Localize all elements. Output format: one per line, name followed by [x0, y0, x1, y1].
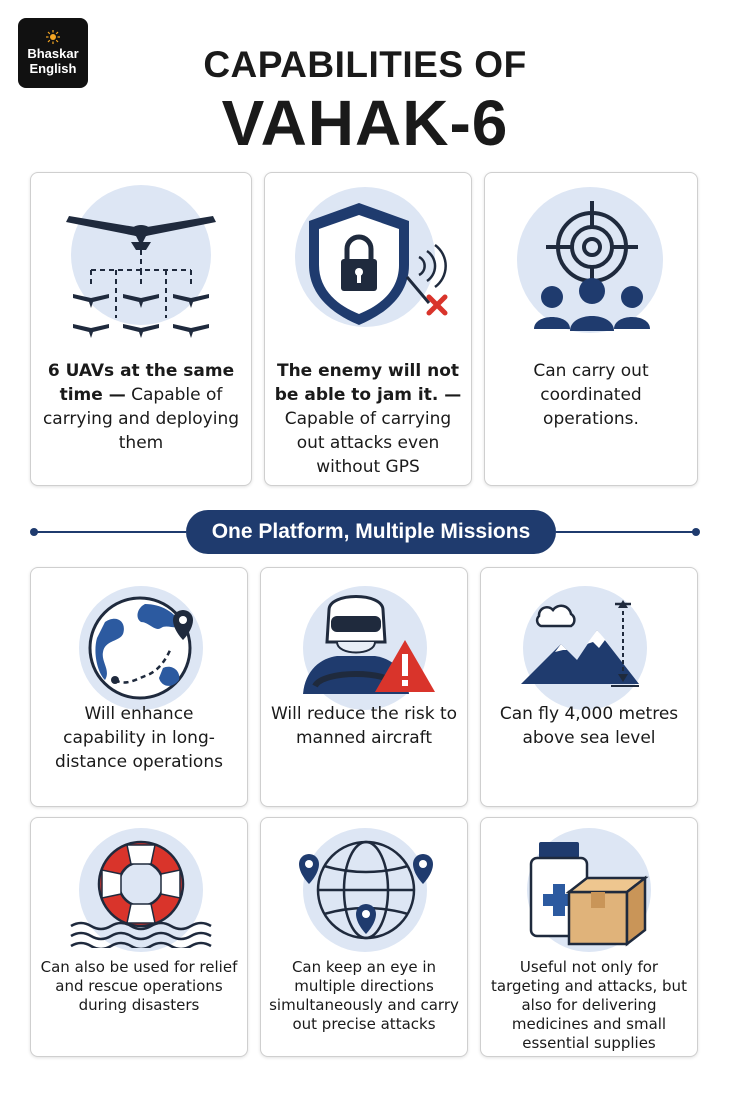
card-drones: 6 UAVs at the same time — Capable of car…: [30, 172, 252, 486]
card-long-distance: Will enhance capability in long-distance…: [30, 567, 248, 807]
card-text: The enemy will not be able to jam it. — …: [271, 359, 465, 479]
divider-right: [556, 531, 694, 533]
brand-line1: Bhaskar: [27, 46, 79, 61]
card-text: Can fly 4,000 metres above sea level: [499, 704, 679, 748]
card-text: Will enhance capability in long-distance…: [55, 704, 223, 772]
card-text: 6 UAVs at the same time — Capable of car…: [37, 359, 245, 455]
title-line2: VAHAK-6: [221, 87, 509, 159]
card-text-bold: 6 UAVs at the same time —: [47, 361, 235, 405]
mountain-altitude-icon: [521, 600, 639, 687]
card-text-rest: Capable of carrying out attacks even wit…: [284, 409, 452, 477]
brand-logo: Bhaskar English: [18, 18, 88, 88]
card-multi-direction: Can keep an eye in multiple directions s…: [260, 817, 468, 1057]
shield-lock-icon: [309, 203, 448, 325]
card-text: Can keep an eye in multiple directions s…: [269, 958, 459, 1033]
drone-swarm-icon: [66, 216, 216, 338]
card-text: Will reduce the risk to manned aircraft: [270, 704, 458, 748]
target-team-icon: [534, 201, 650, 331]
title-line1: CAPABILITIES OF: [203, 44, 527, 85]
card-reduce-risk: Will reduce the risk to manned aircraft: [260, 567, 468, 807]
card-anti-jam: The enemy will not be able to jam it. — …: [264, 172, 472, 486]
sun-icon: [46, 30, 60, 44]
lifebuoy-icon: [70, 840, 212, 948]
section-label: One Platform, Multiple Missions: [186, 510, 556, 554]
medicine-box-icon: [529, 842, 649, 947]
card-text: Can carry out coordinated operations.: [491, 359, 691, 431]
card-text-rest: Capable of carrying and deploying them: [42, 385, 240, 453]
card-text-rest: Can carry out coordinated operations.: [533, 361, 649, 429]
card-text: Can also be used for relief and rescue o…: [40, 958, 238, 1014]
card-altitude: Can fly 4,000 metres above sea level: [480, 567, 698, 807]
card-supplies: Useful not only for targeting and attack…: [480, 817, 698, 1057]
globe-route-icon: [88, 596, 193, 700]
card-coordinated: Can carry out coordinated operations.: [484, 172, 698, 486]
globe-pins-icon: [299, 840, 433, 940]
card-text-bold: The enemy will not be able to jam it. —: [274, 361, 462, 405]
card-rescue: Can also be used for relief and rescue o…: [30, 817, 248, 1057]
card-text: Useful not only for targeting and attack…: [491, 958, 687, 1052]
pilot-warning-icon: [303, 595, 435, 694]
divider-dot-right: [692, 528, 700, 536]
divider-left: [34, 531, 186, 533]
brand-line2: English: [29, 61, 77, 76]
